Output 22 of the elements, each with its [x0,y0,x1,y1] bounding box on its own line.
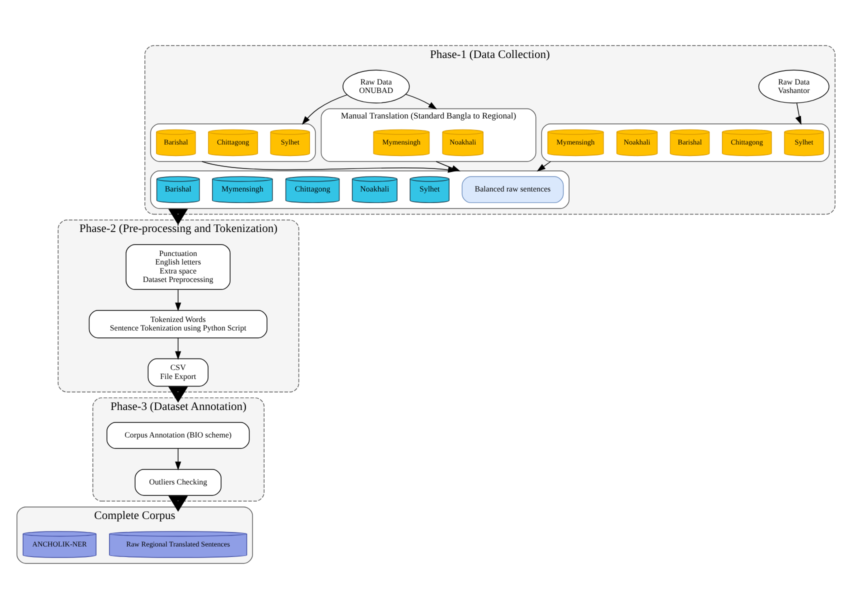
node-ellipse: Raw Data Vashantor [758,69,830,103]
cluster [541,123,830,162]
arrow [175,288,182,311]
node-box: Tokenized Words Sentence Tokenization using Python Script [88,310,268,338]
arrow [302,94,348,124]
arrow [795,102,802,124]
node-box: Punctuation English letters Extra space Dataset Preprocessing [126,244,230,290]
arrow [168,208,188,224]
cluster [150,123,316,162]
node-ellipse: Raw Data ONUBAD [342,69,410,103]
node-box: Corpus Annotation (BIO scheme) [106,422,250,448]
cluster [150,170,570,208]
node-box: Balanced raw sentences [462,176,564,203]
node-box: CSV File Export [148,358,208,386]
arrow [405,93,438,109]
arrow [436,160,460,171]
arrow [168,495,188,512]
arrow [175,337,182,360]
arrow [536,160,552,172]
node-box: Outliers Checking [134,468,222,496]
arrow [175,448,182,470]
arrow [168,386,188,402]
